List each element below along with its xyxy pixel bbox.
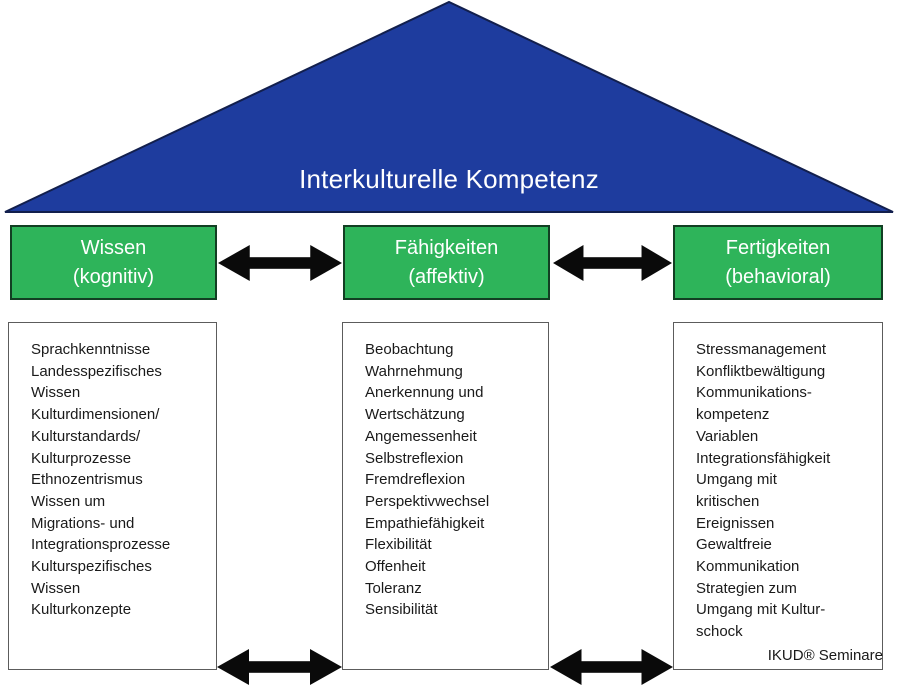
list-item: kritischen [696,492,760,510]
list-item: Integrationsfähigkeit [696,449,831,467]
double-arrow-icon [550,648,673,686]
double-arrow-icon [218,244,342,282]
list-item: Fremdreflexion [365,471,466,489]
pillar-header-faehigkeiten: Fähigkeiten (affektiv) [343,225,550,300]
pillar-heading: Wissen [80,236,147,259]
list-item: Wertschätzung [365,406,465,424]
list-item: Umgang mit Kultur- [696,601,826,619]
pillar-header-wissen: Wissen (kognitiv) [10,225,217,300]
list-item: Kulturkonzepte [31,601,132,619]
double-arrow-icon [553,244,672,282]
list-item: Beobachtung [365,341,454,358]
list-item: schock [696,623,743,641]
list-item: Wissen um [31,492,106,510]
pillar-heading: Fertigkeiten [725,236,831,259]
list-item: Selbstreflexion [365,449,464,467]
list-item: Integrationsprozesse [31,536,171,554]
list-item: Kulturprozesse [31,449,132,467]
pillar-subheading: (kognitiv) [72,265,155,288]
list-item: Angemessenheit [365,427,477,445]
list-item: Empathiefähigkeit [365,514,485,532]
list-item: Landesspezifisches [31,362,162,380]
list-item: Anerkennung und [365,384,484,402]
pillar-heading: Fähigkeiten [394,236,499,259]
list-item: Wahrnehmung [365,362,463,380]
list-item: Sensibilität [365,601,438,619]
list-item: Wissen [31,384,81,402]
attribution-label: IKUD® Seminare [767,647,883,664]
list-item: Sprachkenntnisse [31,341,151,358]
list-item: Ethnozentrismus [31,471,143,489]
list-item: Toleranz [365,579,422,597]
list-item: Konfliktbewältigung [696,362,826,380]
diagram-title: Interkulturelle Kompetenz [299,164,599,194]
list-item: Stressmanagement [696,341,827,358]
list-item: Perspektivwechsel [365,492,490,510]
pillar-subheading: (behavioral) [725,265,831,288]
list-item: Kommunikations- [696,384,812,402]
list-item: Umgang mit [696,471,777,489]
list-item: Migrations- und [31,514,135,532]
list-item: Kulturdimensionen/ [31,406,160,424]
list-item: Kulturspezifisches [31,558,152,576]
pillar-header-fertigkeiten: Fertigkeiten (behavioral) [673,225,883,300]
list-item: Gewaltfreie [696,536,772,554]
list-item: kompetenz [696,406,770,424]
pillar-subheading: (affektiv) [408,265,485,288]
list-item: Ereignissen [696,514,775,532]
list-item: Wissen [31,579,81,597]
list-item: Flexibilität [365,536,432,554]
roof-triangle [4,0,894,213]
list-item: Kulturstandards/ [31,427,141,445]
list-item: Strategien zum [696,579,797,597]
double-arrow-icon [217,648,342,686]
list-item: Offenheit [365,558,426,576]
list-item: Variablen [696,427,759,445]
list-item: Kommunikation [696,558,800,576]
